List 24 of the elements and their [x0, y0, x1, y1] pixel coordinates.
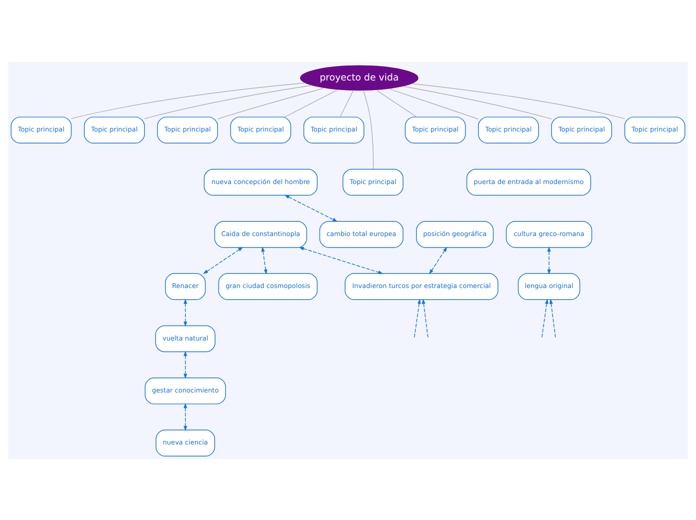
- arrow: [202, 246, 244, 274]
- connector: [404, 86, 552, 119]
- connector: [70, 82, 305, 119]
- arrow: [429, 246, 448, 274]
- arrow: [541, 298, 553, 338]
- arrow: [544, 298, 556, 338]
- arrow: [417, 298, 428, 338]
- arrow: [298, 246, 384, 274]
- connector: [363, 90, 374, 169]
- arrow: [184, 350, 188, 378]
- connector: [144, 84, 312, 119]
- connector: [284, 89, 338, 117]
- arrow: [414, 298, 426, 338]
- arrow: [284, 194, 338, 222]
- connector: [412, 82, 626, 119]
- connector: [217, 87, 324, 119]
- connector: [340, 90, 354, 117]
- node-ellipse: proyecto de vida: [299, 64, 420, 91]
- connector: [390, 88, 479, 119]
- arrow: [261, 246, 268, 274]
- connector: [376, 90, 418, 117]
- arrow: [184, 298, 188, 326]
- arrow: [184, 402, 188, 431]
- arrow: [547, 246, 551, 274]
